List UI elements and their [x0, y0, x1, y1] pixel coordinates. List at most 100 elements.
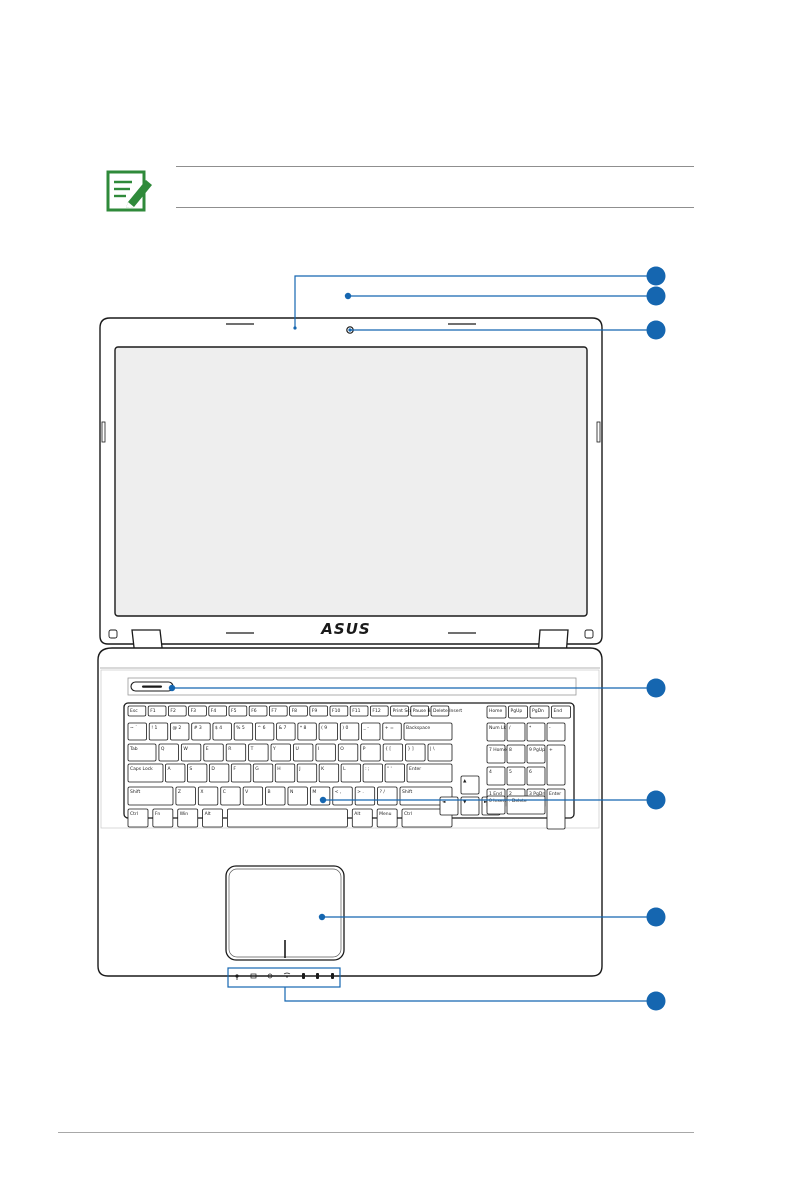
key-label: Y: [272, 746, 276, 752]
key-0-7: F7: [268, 705, 288, 717]
anchor-dot: [168, 684, 176, 692]
key-label: ~ `: [130, 725, 137, 731]
key-label: End: [554, 708, 563, 714]
key-label: Ctrl: [130, 811, 138, 817]
key-label: " ': [387, 766, 392, 772]
numpad-key-num-1: /: [506, 722, 526, 742]
key-label: % 5: [236, 725, 245, 731]
footer-rule: [58, 1132, 694, 1133]
key-2-4: R: [225, 743, 247, 762]
key-label: | \: [430, 746, 435, 752]
key-3-4: F: [230, 763, 252, 783]
key-label: 2: [509, 791, 512, 797]
anchor-dot: [319, 796, 327, 804]
key-0-11: F11: [349, 705, 369, 717]
key-label: F12: [372, 708, 380, 714]
callout-touchpad: [318, 907, 666, 927]
key-2-2: W: [180, 743, 202, 762]
key-1-11: _ -: [361, 722, 381, 741]
key-label: A: [167, 766, 171, 772]
key-label: ? /: [380, 789, 386, 795]
key-0-14: Pause Brk: [410, 705, 435, 717]
key-label: PgDn: [532, 708, 544, 714]
key-label: Shift: [130, 789, 140, 795]
key-3-6: H: [274, 763, 296, 783]
key-4-6: N: [287, 786, 308, 806]
key-label: Alt: [205, 811, 211, 817]
callout-power-switch: [168, 678, 666, 698]
key-label: U: [295, 746, 298, 752]
key-label: F5: [231, 708, 237, 714]
display-lid: ASUS: [99, 317, 603, 645]
key-1-4: $ 4: [212, 722, 232, 741]
key-label: B: [268, 789, 271, 795]
key-4-1: Z: [175, 786, 196, 806]
key-label: Delete Insert: [433, 708, 462, 714]
key-3-11: " ': [384, 763, 405, 783]
key-1-7: & 7: [276, 722, 296, 741]
key-label: H: [277, 766, 280, 772]
key-label: F7: [271, 708, 277, 714]
asus-logo: ASUS: [320, 620, 370, 638]
key-label: Num Lk: [489, 725, 507, 731]
callout-keyboard: [319, 790, 666, 810]
key-2-3: E: [203, 743, 224, 762]
key-label: F: [233, 766, 236, 772]
key-4-9: > .: [354, 786, 376, 806]
key-label: 6: [529, 769, 532, 775]
key-label: -: [549, 726, 551, 731]
key-3-9: L: [340, 763, 362, 783]
key-label: I: [318, 746, 319, 752]
key-label: Fn: [155, 811, 161, 817]
note-rule-top: [176, 166, 694, 167]
key-label: ! 1: [151, 725, 157, 731]
key-0-12: F12: [369, 705, 389, 717]
key-label: Enter: [549, 791, 561, 797]
key-label: /: [509, 725, 511, 731]
key-label: N: [290, 789, 293, 795]
key-0-13: Print Scr: [390, 705, 412, 717]
key-1-3: # 3: [191, 722, 211, 741]
key-4-10: ? /: [377, 786, 398, 806]
key-label: W: [183, 746, 188, 752]
arrow-key-arrow-3: ▲: [460, 775, 480, 795]
note-pencil-icon: [106, 170, 152, 212]
key-0-0: Esc: [127, 705, 147, 717]
key-label: 8: [509, 747, 512, 753]
note-rule-bottom: [176, 207, 694, 208]
nav-key-nav-2: PgDn: [529, 705, 550, 719]
key-label: @ 2: [172, 725, 181, 731]
callout-marker: [646, 790, 666, 810]
key-2-13: | \: [427, 743, 453, 762]
key-label: *: [529, 725, 532, 731]
key-2-0: Tab: [127, 743, 157, 762]
callout-status-indicators: [284, 987, 666, 1011]
key-label: { [: [385, 746, 391, 752]
leader-line: [294, 275, 656, 328]
key-label: Print Scr: [393, 708, 412, 714]
key-2-11: { [: [382, 743, 404, 762]
key-3-2: S: [187, 763, 208, 783]
key-1-10: ) 0: [339, 722, 360, 741]
key-0-4: F4: [208, 705, 228, 717]
key-label: * 8: [300, 725, 307, 731]
key-label: ( 9: [321, 725, 327, 731]
key-label: Tab: [129, 746, 138, 752]
key-label: F2: [170, 708, 176, 714]
key-0-9: F9: [309, 705, 328, 717]
anchor-dot: [348, 328, 352, 332]
key-label: Shift: [402, 789, 412, 795]
arrow-key-arrow-1: ▼: [460, 796, 480, 816]
key-label: Enter: [409, 766, 421, 772]
key-label: C: [223, 789, 226, 795]
key-label: D: [211, 766, 215, 772]
key-label: M: [312, 789, 316, 795]
key-1-13: Backspace: [403, 722, 453, 741]
key-2-9: O: [337, 743, 359, 762]
leader-line: [284, 987, 656, 1002]
anchor-dot: [344, 292, 352, 300]
key-label: T: [250, 746, 254, 752]
key-3-7: J: [296, 763, 318, 783]
